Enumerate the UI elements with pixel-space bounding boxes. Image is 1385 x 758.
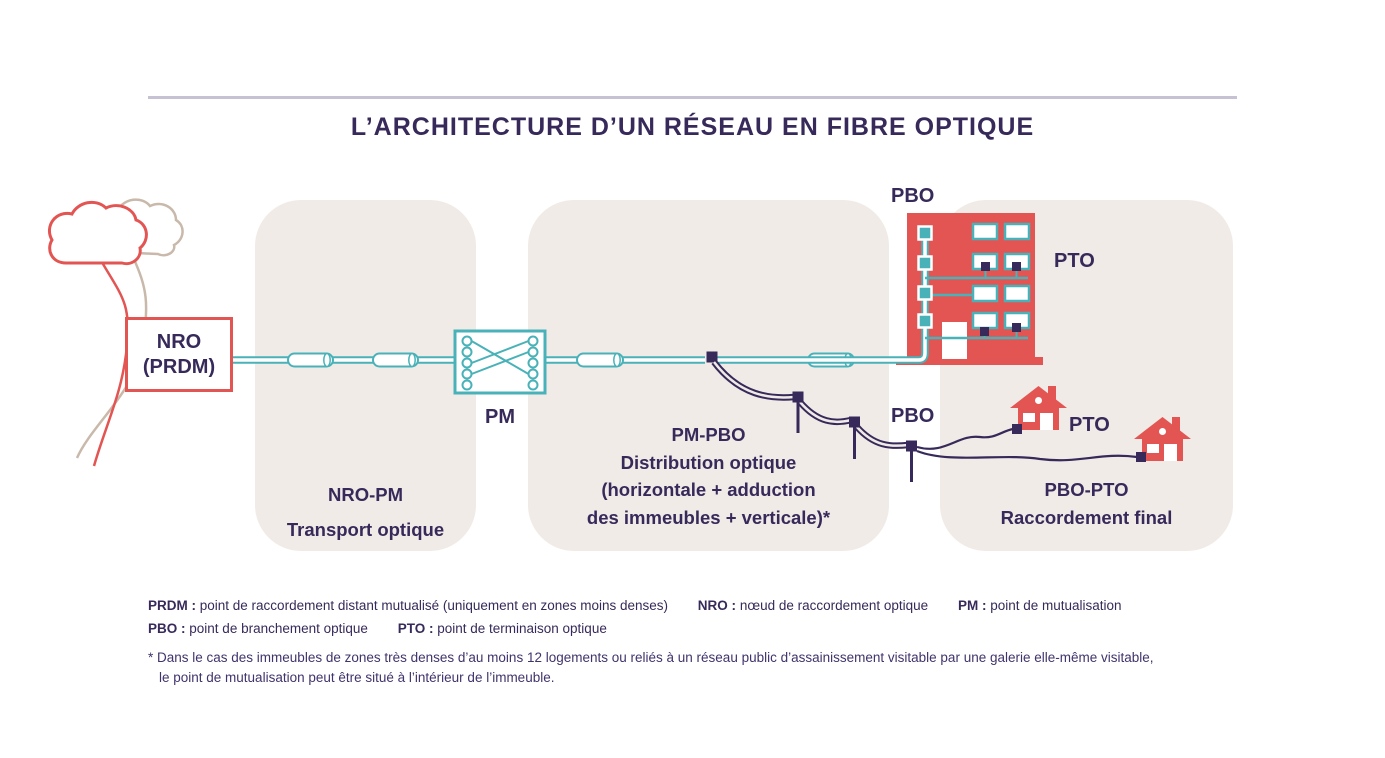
splice-closure-icon — [372, 352, 419, 368]
legend-item-pm: PM : point de mutualisation — [957, 598, 1122, 613]
pto-building-label: PTO — [1054, 250, 1095, 272]
splice-closure-icon — [287, 352, 334, 368]
pbo-aerial-label: PBO — [891, 405, 935, 427]
legend-item-prdm: PRDM : point de raccordement distant mut… — [148, 598, 669, 613]
legend-item-pbo: PBO : point de branchement optique — [148, 621, 368, 636]
footnote-line-1: * Dans le cas des immeubles de zones trè… — [148, 650, 1154, 665]
internet-cloud-icon — [48, 200, 148, 266]
pm-label: PM — [485, 406, 515, 428]
panel-distribution — [528, 200, 889, 551]
segment-subtitle: (horizontale + adduction — [601, 479, 816, 500]
building-windows — [971, 222, 1031, 330]
segment-subtitle: des immeubles + verticale)* — [586, 506, 831, 528]
legend-item-pto: PTO : point de terminaison optique — [397, 621, 607, 636]
segment-title: NRO-PM — [327, 484, 404, 505]
page-title: L’ARCHITECTURE D’UN RÉSEAU EN FIBRE OPTI… — [350, 113, 1035, 141]
riser-box-icon — [917, 225, 933, 329]
segment-title: PM-PBO — [671, 424, 746, 445]
pm-splitter-icon — [453, 329, 547, 395]
cloud-cable-front — [92, 263, 130, 467]
segment-caption-transport: NRO-PM Transport optique — [255, 477, 476, 547]
pto-outlet-icon — [980, 262, 1021, 336]
floor-lines — [925, 276, 1028, 340]
segment-subtitle: Distribution optique — [620, 451, 797, 473]
pto-connector — [1012, 424, 1146, 462]
footnote-line-2: le point de mutualisation peut être situ… — [159, 670, 555, 685]
nro-box: NRO (PRDM) — [125, 317, 233, 392]
legend-item-nro: NRO : nœud de raccordement optique — [697, 598, 929, 613]
pbo-building-label: PBO — [891, 185, 935, 207]
segment-caption-distribution: PM-PBO Distribution optique (horizontale… — [528, 421, 889, 531]
title-rule — [148, 96, 1237, 99]
legend-line-2: PBO : point de branchement optique PTO :… — [148, 621, 633, 636]
segment-title: PBO-PTO — [1044, 479, 1129, 500]
segment-subtitle: Transport optique — [286, 519, 445, 540]
panel-transport — [255, 200, 476, 551]
connection-node — [792, 391, 917, 452]
splice-closure-icon — [576, 352, 624, 368]
house-icon — [1010, 386, 1067, 430]
utility-pole-icon — [796, 402, 913, 482]
segment-subtitle: Raccordement final — [1000, 507, 1173, 528]
aerial-cables — [711, 359, 909, 449]
drop-cables — [916, 427, 1138, 462]
nro-label-line2: (PRDM) — [142, 355, 216, 378]
legend-line-1: PRDM : point de raccordement distant mut… — [148, 598, 1148, 613]
segment-caption-raccordement: PBO-PTO Raccordement final — [940, 476, 1233, 532]
pto-houses-label: PTO — [1069, 414, 1110, 436]
nro-label-line1: NRO — [156, 330, 202, 353]
fiber-riser-line — [717, 232, 929, 364]
connection-node — [706, 351, 718, 363]
